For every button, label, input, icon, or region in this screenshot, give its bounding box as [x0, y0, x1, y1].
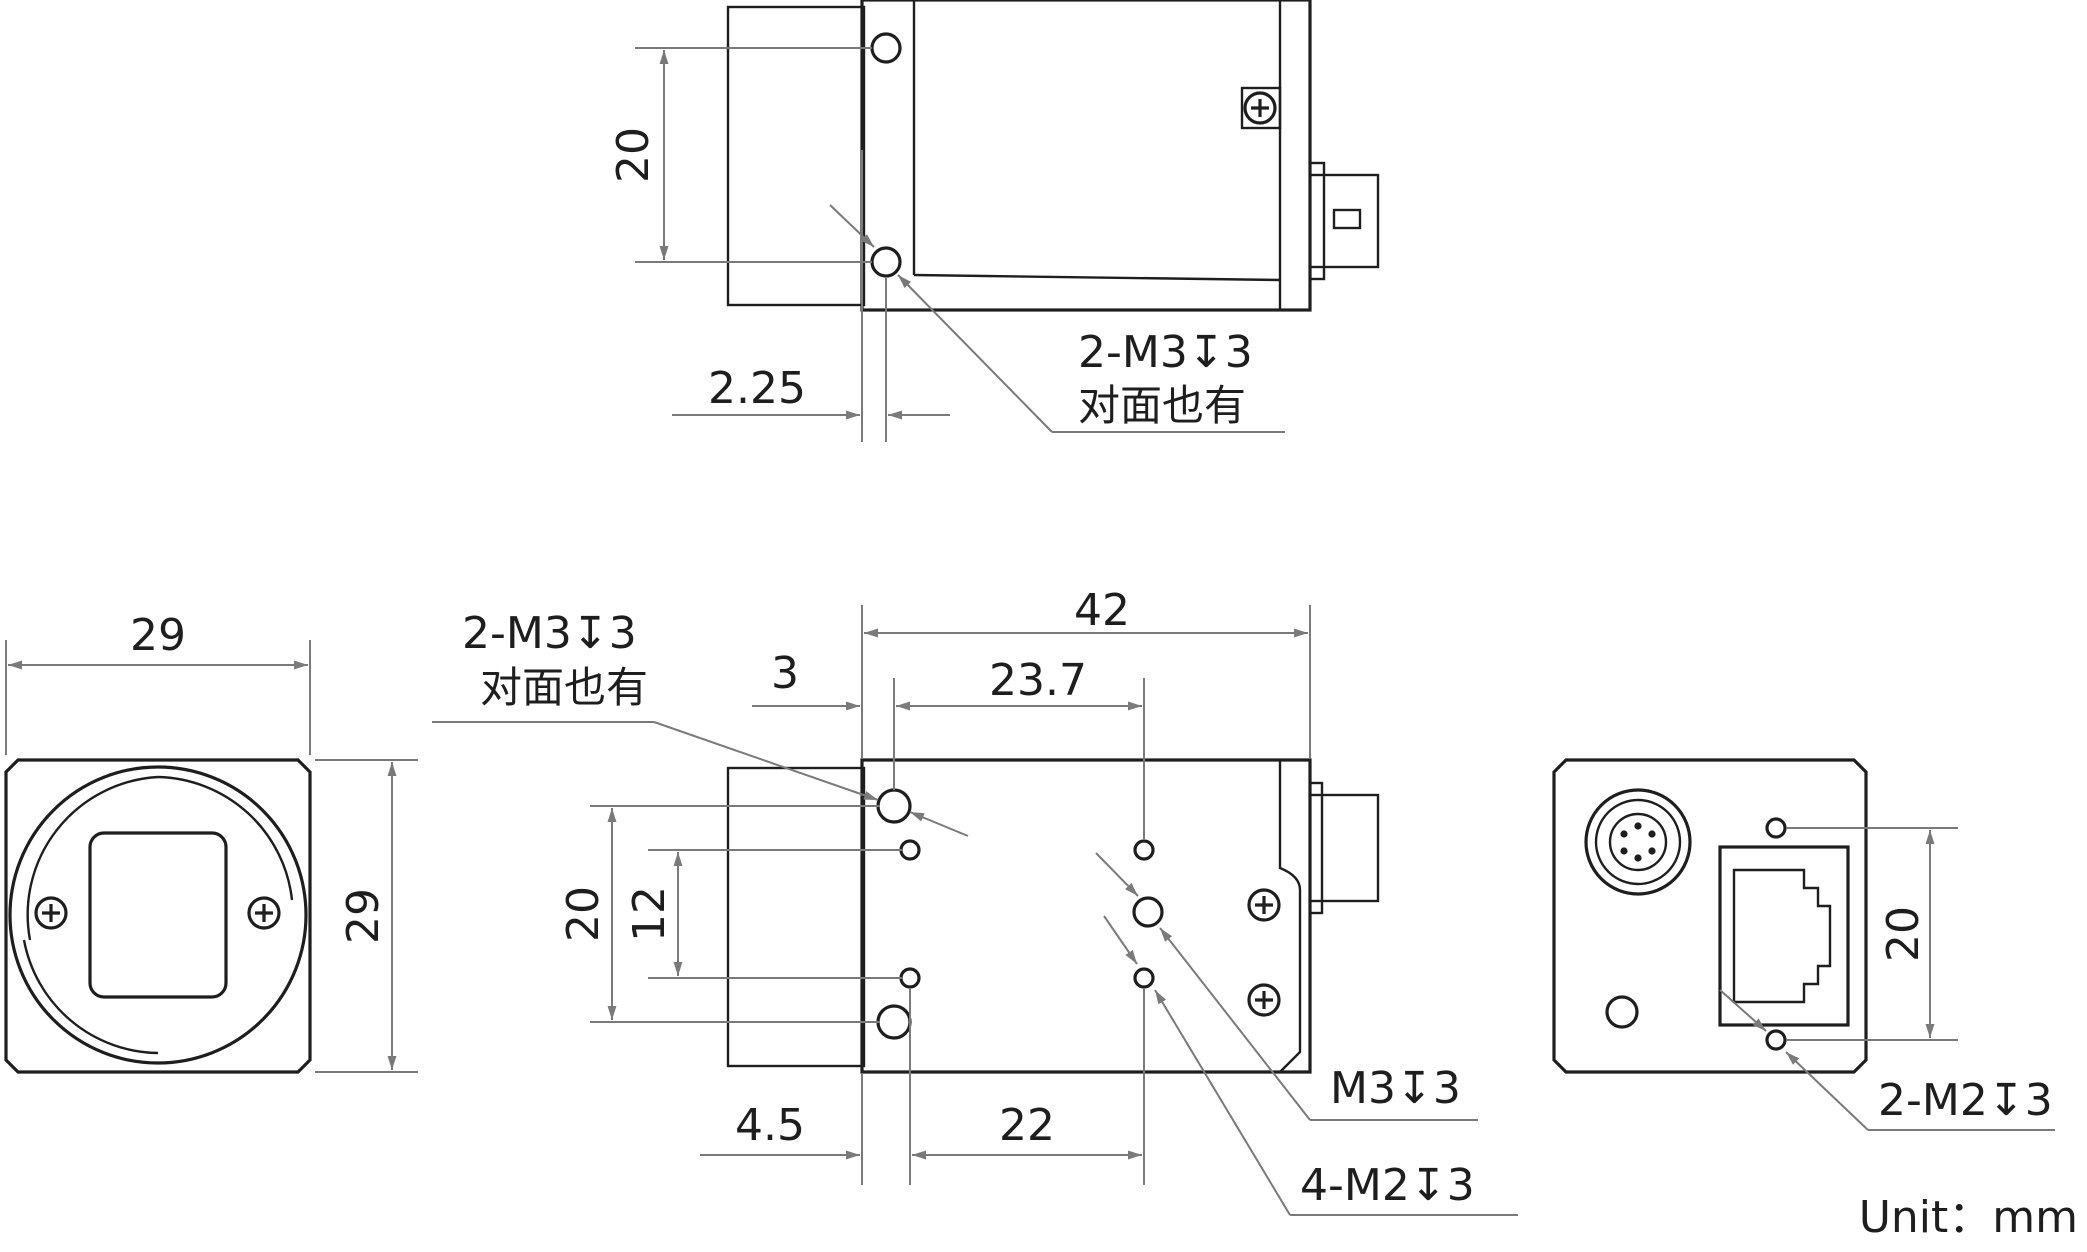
front-screw-left-icon	[34, 896, 68, 930]
front-dim-29-width: 29	[130, 610, 186, 661]
side-note-opposite: 对面也有	[480, 663, 648, 712]
rear-io-connector	[1584, 788, 1692, 896]
side-dim-4-5: 4.5	[735, 1100, 805, 1151]
side-note-m2: 4-M2↧3	[1300, 1160, 1475, 1211]
rear-body	[1552, 758, 1868, 1074]
side-lens-mount	[726, 766, 866, 1068]
side-rear-connector	[1308, 793, 1380, 903]
side-dim-3: 3	[771, 648, 799, 699]
side-dim-20: 20	[558, 886, 609, 942]
top-screw-icon	[1243, 91, 1277, 125]
top-hole-lower	[870, 246, 902, 278]
side-dim-23-7: 23.7	[989, 655, 1087, 706]
top-rear-connector	[1308, 173, 1380, 269]
rear-dim-20: 20	[1878, 906, 1929, 962]
side-view: 42 3 23.7 20 12 4.5 22 2-M3↧3 对面也有	[432, 585, 1518, 1216]
front-view: 29 29	[4, 610, 418, 1074]
side-screw-upper-icon	[1247, 888, 1281, 922]
side-hole-m2-4	[1133, 967, 1155, 989]
side-dim-42: 42	[1074, 585, 1130, 636]
side-hole-m3-upper	[876, 788, 912, 824]
front-lens-ring-outer	[8, 765, 308, 1065]
top-hole-upper	[870, 32, 902, 64]
top-dim-2-25: 2.25	[708, 363, 806, 414]
side-hole-m2-1	[899, 839, 921, 861]
side-hole-m3-lower	[876, 1004, 912, 1040]
rear-ethernet-port	[1718, 845, 1850, 1027]
side-screw-lower-icon	[1247, 983, 1281, 1017]
front-dim-29-height: 29	[338, 888, 389, 944]
side-hole-m2-2	[899, 967, 921, 989]
top-view: 20 2.25 2-M3↧3 对面也有	[608, 0, 1380, 442]
front-sensor-window	[88, 831, 228, 999]
unit-label: Unit：mm	[1859, 1192, 2078, 1243]
side-dim-22: 22	[999, 1100, 1055, 1151]
front-body	[4, 758, 312, 1074]
rear-note-m2: 2-M2↧3	[1878, 1075, 2053, 1126]
rear-hole-upper	[1765, 817, 1787, 839]
top-note-m3: 2-M3↧3	[1078, 327, 1253, 378]
top-note-opposite: 对面也有	[1078, 381, 1246, 430]
side-dim-12: 12	[624, 886, 675, 942]
side-note-m3-top: 2-M3↧3	[462, 608, 637, 659]
side-hole-m3-center	[1132, 896, 1164, 928]
top-dim-20: 20	[608, 127, 659, 183]
top-body	[860, 0, 1312, 312]
side-hole-m2-3	[1133, 839, 1155, 861]
rear-view: 20 2-M2↧3	[1552, 758, 2055, 1131]
rear-hole-lower	[1765, 1029, 1787, 1051]
top-lens-mount	[726, 5, 866, 307]
front-screw-right-icon	[247, 896, 281, 930]
rear-led-indicator	[1605, 995, 1639, 1029]
side-body	[860, 758, 1312, 1074]
side-note-m3: M3↧3	[1330, 1063, 1461, 1114]
